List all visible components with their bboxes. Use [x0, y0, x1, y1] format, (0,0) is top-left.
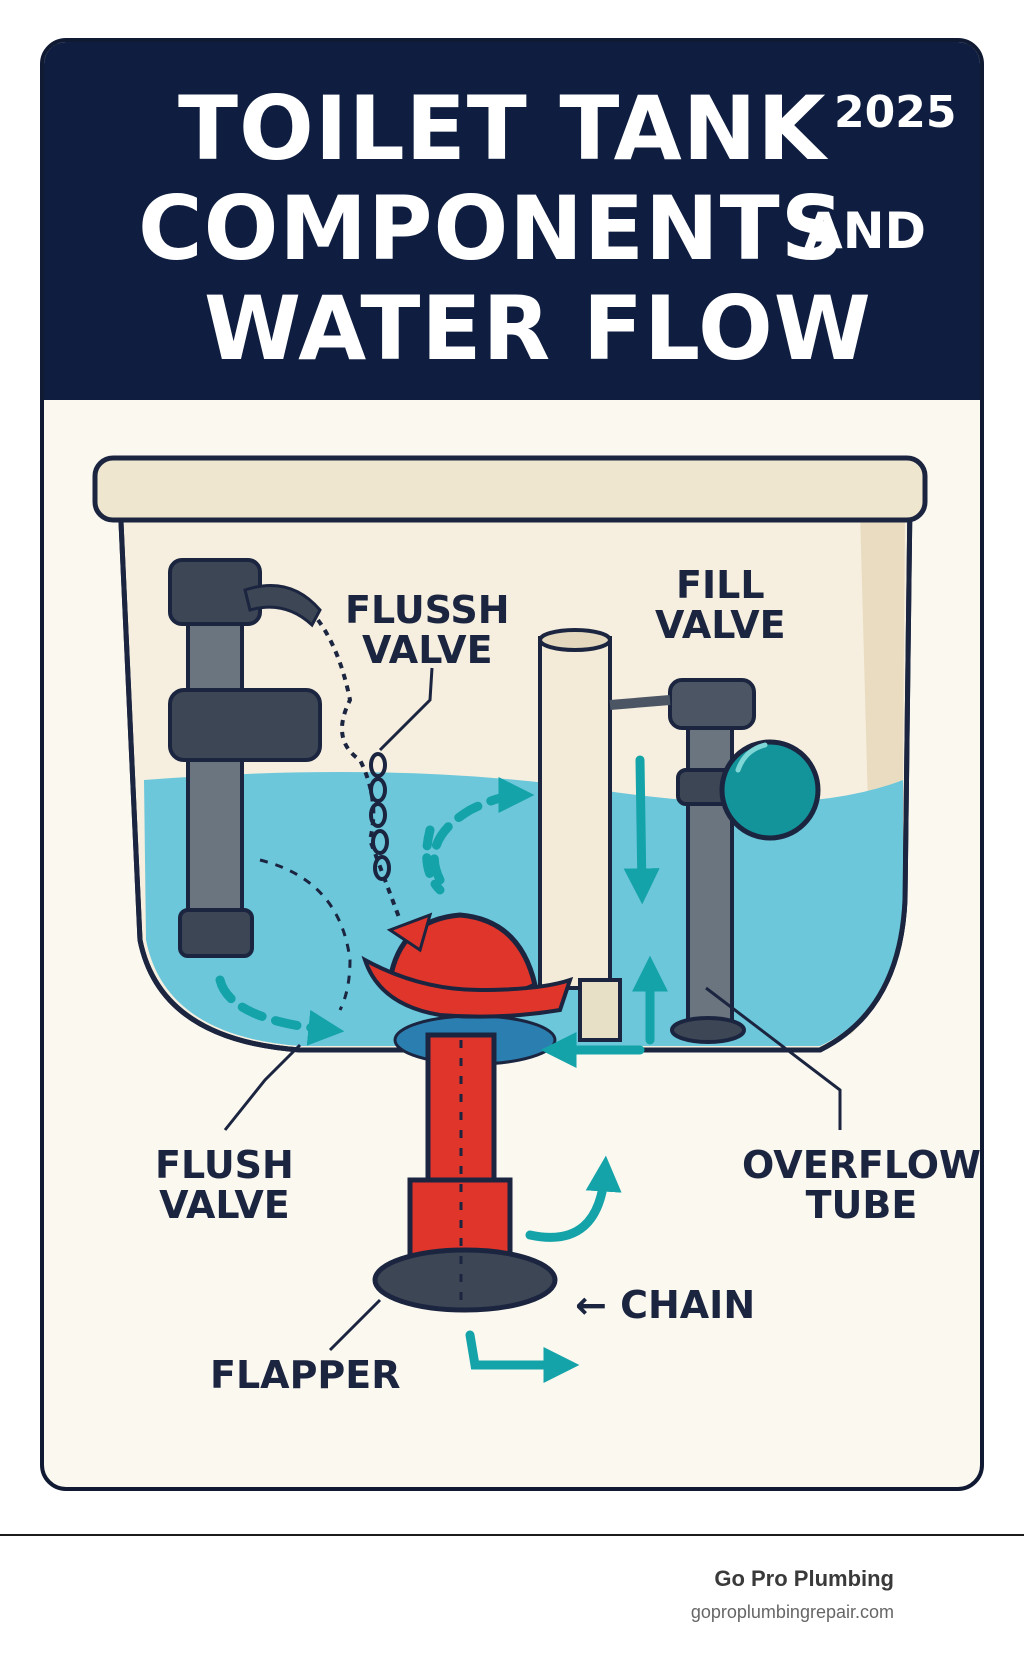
title-banner: TOILET TANK COMPONENTS AND WATER FLOW 20…	[44, 42, 980, 400]
title-line-3: WATER FLOW	[204, 277, 872, 380]
label-flush-valve-line2: VALVE	[159, 1183, 290, 1227]
drain-pipe	[372, 1032, 558, 1313]
year-badge: 2025	[834, 87, 957, 138]
label-flush-valve-line1: FLUSH	[155, 1143, 294, 1187]
label-chain-text: CHAIN	[620, 1283, 756, 1327]
title-line-2-suffix: AND	[804, 202, 927, 260]
label-flapper-text: FLAPPER	[210, 1353, 401, 1397]
label-chain: ← CHAIN	[575, 1285, 755, 1325]
overflow-tube-shape	[538, 628, 622, 1042]
toilet-tank-diagram	[92, 455, 928, 1383]
label-flapper: FLAPPER	[210, 1355, 401, 1395]
chain-arrow-icon: ←	[575, 1283, 607, 1327]
dashed-path	[259, 858, 352, 1011]
fill-valve-shape	[609, 678, 821, 1044]
label-overflow-tube: OVERFLOW TUBE	[742, 1145, 981, 1225]
flow-arrows	[215, 755, 668, 1383]
title-line-2: COMPONENTS	[138, 177, 846, 280]
tank-outline	[117, 497, 913, 1053]
chain-links	[369, 752, 391, 881]
float-ball	[719, 739, 821, 841]
label-overflow-tube-line2: TUBE	[805, 1183, 918, 1227]
brand-url[interactable]: goproplumbingrepair.com	[690, 1602, 894, 1622]
label-fill-valve-line1: FILL	[676, 563, 765, 607]
label-flussh-valve-line1: FLUSSH	[345, 588, 510, 632]
label-flussh-valve: FLUSSH VALVE	[345, 590, 510, 670]
tank-lid	[92, 455, 928, 523]
label-fill-valve-line2: VALVE	[655, 603, 786, 647]
label-fill-valve: FILL VALVE	[655, 565, 786, 645]
label-flussh-valve-line2: VALVE	[361, 628, 493, 672]
title-line-1: TOILET TANK	[178, 77, 827, 180]
footer-brand: Go Pro Plumbing goproplumbingrepair.com	[691, 1566, 894, 1623]
brand-name: Go Pro Plumbing	[714, 1566, 894, 1591]
label-overflow-tube-line1: OVERFLOW	[742, 1143, 981, 1187]
left-valve-assembly	[168, 558, 322, 958]
footer-divider	[0, 1534, 1024, 1536]
leader-lines	[223, 667, 842, 1352]
label-flush-valve: FLUSH VALVE	[155, 1145, 294, 1225]
